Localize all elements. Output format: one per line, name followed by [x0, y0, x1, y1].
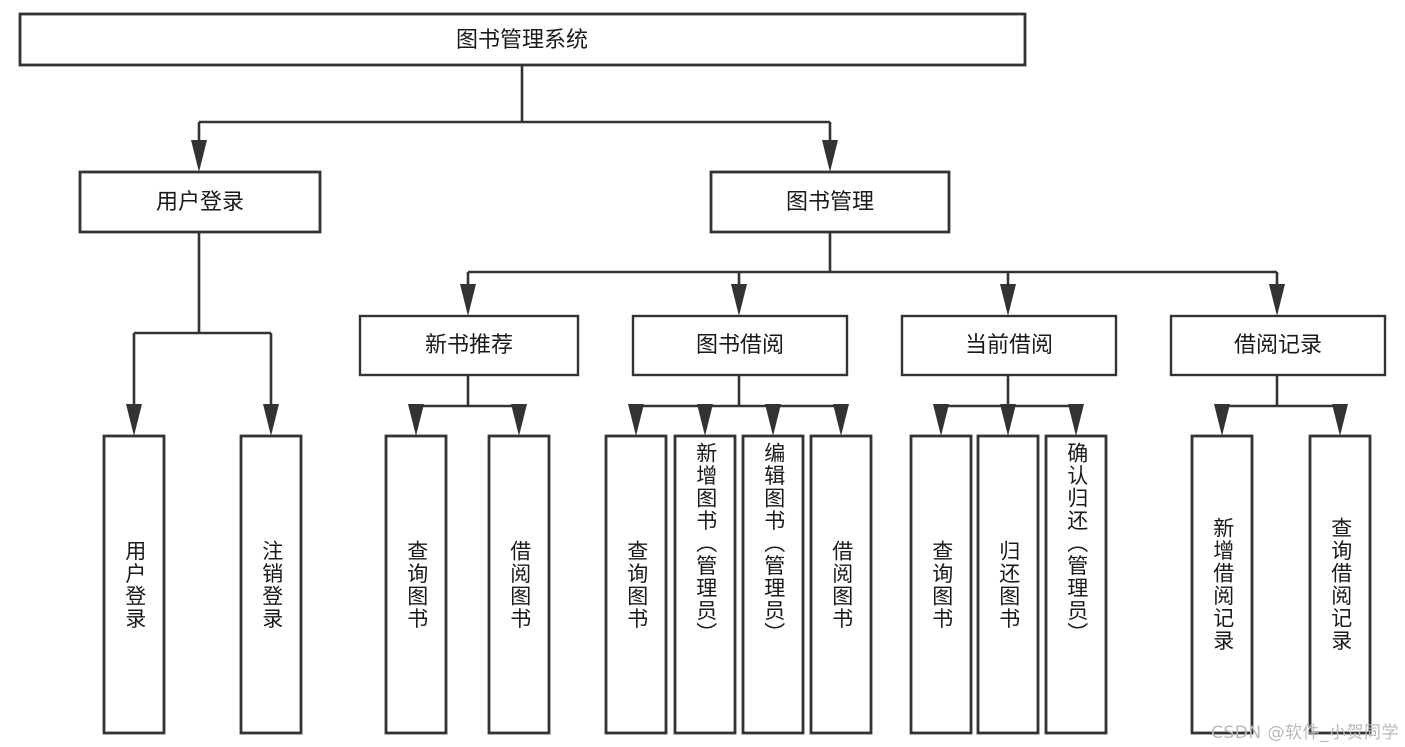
- node-leaf-user-login[interactable]: [102, 434, 166, 735]
- node-book-manage[interactable]: [709, 170, 951, 234]
- arrow-to-leaf-borrow-book-1: [511, 404, 527, 436]
- connector-group-new-book-recommend: [408, 375, 527, 436]
- arrow-to-leaf-confirm-return: [1068, 404, 1084, 436]
- node-user-login[interactable]: [78, 170, 322, 234]
- node-leaf-edit-book[interactable]: [741, 434, 805, 735]
- connector-group-user-login: [126, 232, 279, 436]
- node-book-borrow[interactable]: [631, 314, 849, 377]
- node-borrow-record[interactable]: [1169, 314, 1387, 377]
- node-current-borrow-label: 当前借阅: [965, 333, 1053, 358]
- node-leaf-return-book[interactable]: [976, 434, 1040, 735]
- arrow-to-leaf-query-book-3: [933, 404, 949, 436]
- arrow-to-book-borrow: [731, 284, 747, 316]
- node-leaf-add-book[interactable]: [673, 434, 737, 735]
- arrow-to-leaf-return-book: [1000, 404, 1016, 436]
- arrow-to-leaf-borrow-book-2: [833, 404, 849, 436]
- node-root-label: 图书管理系统: [456, 28, 588, 53]
- node-leaf-query-book-2[interactable]: [604, 434, 668, 735]
- node-new-book-recommend[interactable]: [358, 314, 580, 377]
- arrow-to-leaf-user-login: [126, 404, 142, 436]
- node-leaf-query-record[interactable]: [1308, 434, 1372, 735]
- arrow-to-leaf-query-book-1: [408, 404, 424, 436]
- connector-group-root: [191, 66, 838, 172]
- connector-group-borrow-record: [1214, 375, 1348, 436]
- node-leaf-confirm-return[interactable]: [1044, 434, 1108, 735]
- arrow-to-leaf-add-book: [697, 404, 713, 436]
- node-current-borrow[interactable]: [900, 314, 1118, 377]
- connector-group-book-borrow: [628, 375, 849, 436]
- arrow-to-user-login: [191, 140, 207, 172]
- arrow-to-leaf-edit-book: [765, 404, 781, 436]
- arrow-to-borrow-record: [1269, 284, 1285, 316]
- arrow-to-leaf-user-logout: [263, 404, 279, 436]
- node-leaf-user-logout[interactable]: [239, 434, 303, 735]
- node-leaf-query-book-1[interactable]: [384, 434, 448, 735]
- arrow-to-new-book-recommend: [460, 284, 476, 316]
- node-new-book-recommend-label: 新书推荐: [425, 333, 513, 358]
- node-book-manage-label: 图书管理: [786, 190, 874, 215]
- node-root[interactable]: [18, 12, 1027, 67]
- connector-group-book-manage: [460, 232, 1285, 316]
- node-book-borrow-label: 图书借阅: [696, 333, 784, 358]
- node-user-login-label: 用户登录: [156, 190, 244, 215]
- connector-group-current-borrow: [933, 375, 1084, 436]
- arrow-to-book-manage: [822, 140, 838, 172]
- node-leaf-borrow-book-1[interactable]: [487, 434, 551, 735]
- node-leaf-borrow-book-2[interactable]: [809, 434, 873, 735]
- arrow-to-current-borrow: [1000, 284, 1016, 316]
- node-leaf-query-book-3[interactable]: [909, 434, 973, 735]
- node-borrow-record-label: 借阅记录: [1234, 333, 1322, 358]
- arrow-to-leaf-query-record: [1332, 404, 1348, 436]
- node-leaf-add-record[interactable]: [1190, 434, 1254, 735]
- watermark-text: CSDN @软件_小贺同学: [1211, 723, 1399, 743]
- arrow-to-leaf-add-record: [1214, 404, 1230, 436]
- arrow-to-leaf-query-book-2: [628, 404, 644, 436]
